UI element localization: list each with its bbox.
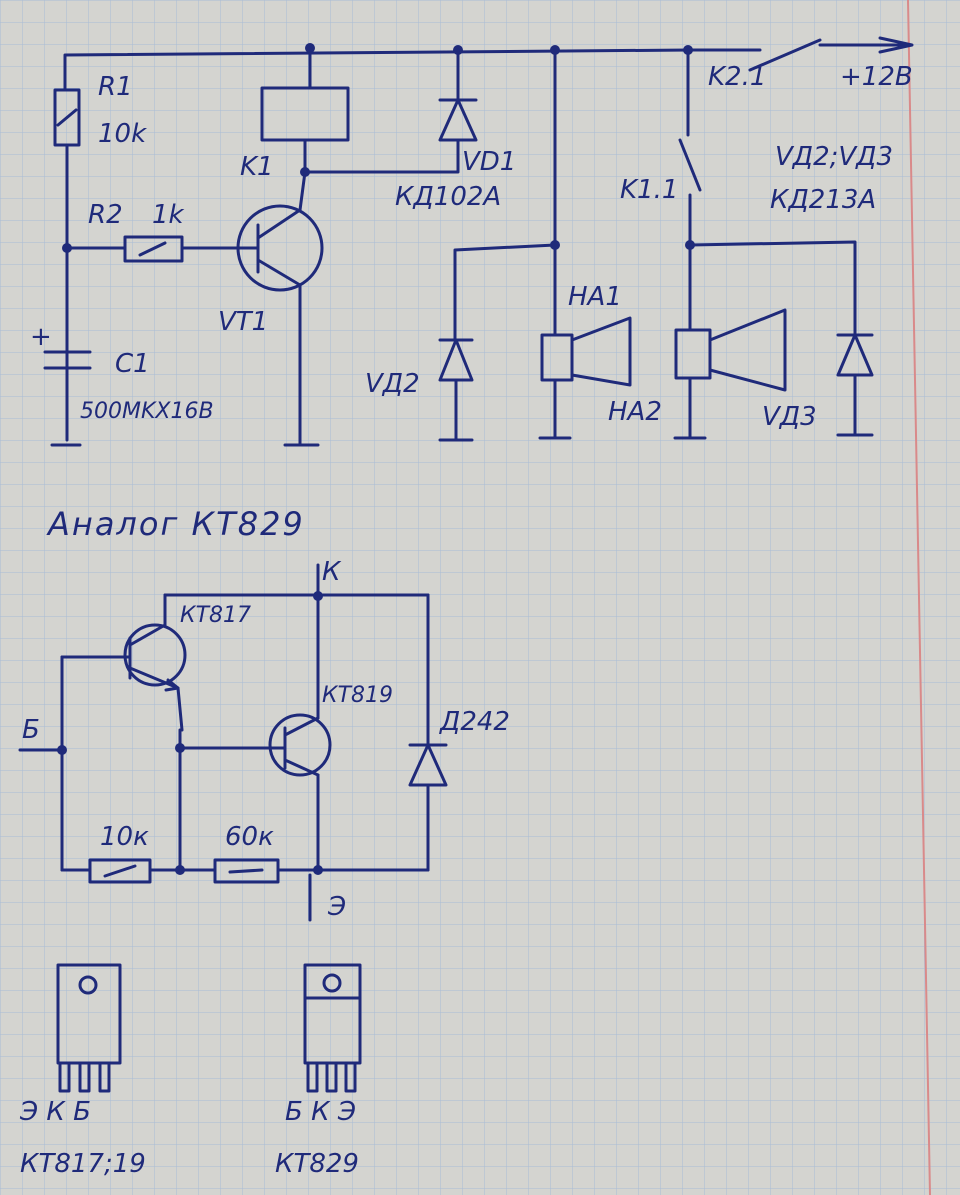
label-c1: C1 bbox=[115, 349, 150, 379]
label-kt819: КТ819 bbox=[322, 683, 393, 708]
circuit-1: R1 10k R2 1k + C1 500MKX16B K1 VT1 VD1 К… bbox=[30, 36, 914, 447]
label-k11: K1.1 bbox=[620, 175, 678, 205]
label-k1: K1 bbox=[240, 152, 274, 182]
package-kt829-pins: Б К Э bbox=[285, 1097, 356, 1127]
label-collector: К bbox=[322, 557, 342, 587]
label-d242: Д242 bbox=[439, 707, 510, 737]
label-vt1: VT1 bbox=[218, 307, 268, 337]
label-k21: K2.1 bbox=[708, 62, 766, 92]
label-vd2: VД2 bbox=[365, 369, 420, 399]
label-r2-value: 1k bbox=[152, 200, 185, 230]
package-kt829: Б К Э КТ829 bbox=[275, 963, 362, 1179]
package-kt817: Э К Б КТ817;19 bbox=[19, 963, 146, 1179]
label-ha1: HA1 bbox=[568, 282, 622, 312]
package-kt817-name: КТ817;19 bbox=[20, 1149, 146, 1179]
label-supply: +12B bbox=[840, 62, 913, 92]
label-vd23-type: КД213A bbox=[770, 185, 876, 215]
label-r10k: 10к bbox=[100, 822, 149, 852]
label-c1-plus: + bbox=[30, 322, 52, 352]
label-ha2: HA2 bbox=[608, 397, 662, 427]
margin-line bbox=[907, 0, 931, 1195]
package-kt829-name: КТ829 bbox=[275, 1149, 359, 1179]
label-kt817: КТ817 bbox=[180, 603, 251, 628]
label-vd1-type: КД102A bbox=[395, 182, 501, 212]
label-vd1: VD1 bbox=[462, 147, 516, 177]
package-kt817-pins: Э К Б bbox=[19, 1097, 91, 1127]
label-r60k: 60к bbox=[225, 822, 274, 852]
label-vd3: VД3 bbox=[762, 402, 817, 432]
label-emitter: Э bbox=[327, 892, 346, 922]
label-r1-value: 10k bbox=[98, 119, 147, 149]
label-r1: R1 bbox=[98, 72, 133, 102]
circuit-2: Аналог КТ829 К КТ817 КТ819 bbox=[18, 505, 510, 922]
label-analog-title: Аналог КТ829 bbox=[46, 505, 305, 543]
label-vd23: VД2;VД3 bbox=[775, 142, 893, 172]
label-r2: R2 bbox=[88, 200, 123, 230]
label-c1-value: 500MKX16B bbox=[80, 399, 214, 424]
label-base: Б bbox=[22, 715, 40, 745]
